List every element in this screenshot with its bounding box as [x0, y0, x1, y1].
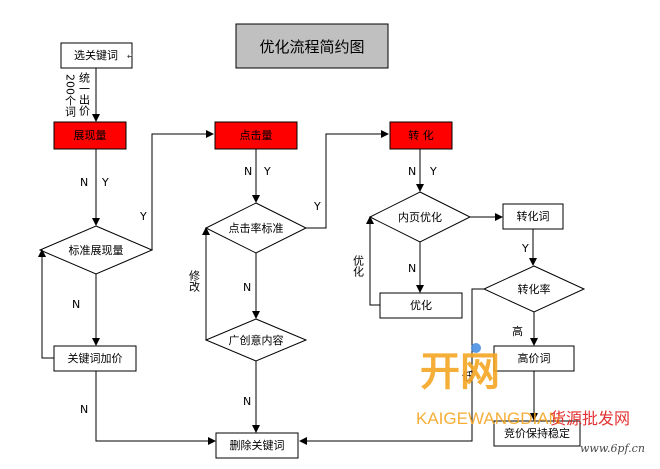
label-n: N — [408, 262, 416, 275]
label-y: Y — [521, 242, 529, 255]
decision-page-optimize: 内页优化 — [368, 191, 472, 243]
node-select-keywords: 选关键词 ↵ — [60, 42, 134, 69]
diagram-title: 优化流程简约图 — [259, 38, 364, 56]
label-n: N — [80, 403, 88, 416]
node-select-keywords-label: 选关键词 — [74, 48, 118, 62]
low-label: 低 — [462, 370, 473, 383]
node-bid-keep: 竞价保持稳定 — [493, 420, 581, 447]
label-y: Y — [429, 165, 437, 178]
watermark-brand-cn: 开网 — [420, 349, 500, 395]
label-y: Y — [139, 210, 147, 223]
modify-label: 修改 — [188, 269, 201, 293]
label-n: N — [243, 281, 251, 294]
node-high-bid-words-label: 高价词 — [518, 351, 551, 365]
label-n: N — [408, 165, 416, 178]
decision-ctr-standard: 点击率标准 — [204, 202, 308, 254]
node-impressions: 展现量 — [53, 121, 127, 150]
node-bid-keep-label: 竞价保持稳定 — [504, 426, 570, 440]
node-conversion-words: 转化词 — [502, 203, 564, 230]
title-box: 优化流程简约图 — [235, 23, 389, 69]
node-keyword-bid: 关键词加价 — [53, 345, 137, 372]
node-conversion-words-label: 转化词 — [517, 209, 550, 223]
watermark-brand-en: KAIGEWANGDIAN — [416, 409, 561, 428]
label-y: Y — [313, 200, 321, 213]
unified-bid-label: 统一出价 — [78, 72, 91, 116]
node-delete-keywords-label: 删除关键词 — [230, 438, 285, 452]
decision-ad-creative-label: 广创意内容 — [229, 333, 284, 347]
optimize-side-label: 优化 — [352, 255, 365, 278]
label-n: N — [243, 395, 251, 408]
decision-std-impressions-label: 标准展现量 — [69, 243, 124, 257]
node-optimize: 优化 — [379, 292, 463, 319]
decision-ad-creative: 广创意内容 — [204, 318, 308, 362]
node-clicks-label: 点击量 — [240, 129, 273, 142]
node-delete-keywords: 删除关键词 — [215, 432, 299, 459]
watermark-brand-tail: 货源批发网 — [550, 409, 630, 428]
decision-std-impressions: 标准展现量 — [38, 225, 154, 275]
label-y: Y — [263, 165, 271, 178]
node-clicks: 点击量 — [214, 121, 298, 150]
batch-note-label: 200个词 — [64, 74, 77, 117]
decision-conversion-rate: 转化率 — [482, 265, 586, 313]
label-n: N — [72, 298, 80, 311]
label-y: Y — [101, 176, 109, 189]
node-optimize-label: 优化 — [410, 298, 432, 312]
decision-ctr-standard-label: 点击率标准 — [229, 221, 284, 235]
label-n: N — [244, 165, 252, 178]
node-conversion: 转 化 — [389, 121, 453, 150]
high-label: 高 — [512, 324, 523, 338]
node-conversion-label: 转 化 — [408, 128, 434, 142]
node-keyword-bid-label: 关键词加价 — [68, 351, 123, 365]
pilcrow-mark: ↵ — [127, 52, 134, 61]
decision-conversion-rate-label: 转化率 — [518, 282, 551, 296]
node-high-bid-words: 高价词 — [493, 345, 575, 372]
node-impressions-label: 展现量 — [74, 129, 107, 142]
watermark-dot — [471, 343, 481, 353]
watermark-url: www.6pf.cn — [580, 442, 645, 455]
label-n: N — [80, 176, 88, 189]
decision-page-optimize-label: 内页优化 — [398, 210, 442, 224]
watermark: 开网 KAIGEWANGDIAN 货源批发网 www.6pf.cn — [416, 343, 645, 455]
